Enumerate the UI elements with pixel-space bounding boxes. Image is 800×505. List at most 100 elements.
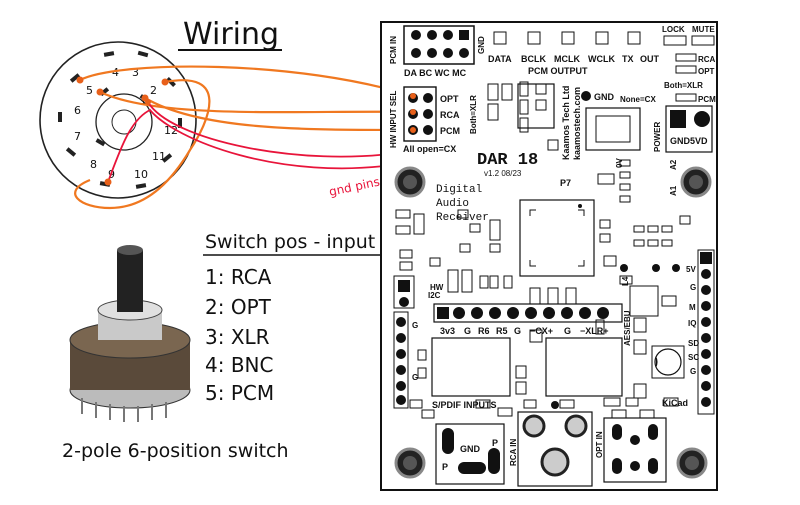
mute-label: MUTE: [692, 25, 715, 34]
bl-cx: −CX+: [530, 326, 553, 336]
switch-number-7: 7: [74, 130, 81, 143]
power-gnd-label: GND: [670, 136, 691, 146]
bottom-header-labels: 3v3 G R6 R5 G −CX+ G −XLR+: [440, 326, 609, 336]
sel-pcm-label: PCM: [440, 126, 460, 136]
rotary-switch-diagram: 4 3 5 2 6 12 7 8 9 10 11 1: [39, 41, 413, 210]
chip-transformer-inner: [595, 115, 631, 143]
jumper-rca-label: RCA: [698, 55, 716, 64]
hw-i2c-pins: [398, 280, 410, 307]
rl-sc: SC: [688, 353, 699, 362]
hw-input-sel-label: HW INPUT SEL: [389, 91, 398, 148]
switch-pos-list: 1: RCA 2: OPT 3: XLR 4: BNC 5: PCM: [205, 265, 274, 405]
right-header-pins: [700, 252, 712, 407]
input-sel-header: [403, 86, 437, 142]
switch-number-11: 11: [152, 150, 166, 163]
left-g-label-2: G: [412, 373, 418, 382]
capacitor-stripe: [656, 356, 658, 368]
pad-label-out: OUT: [640, 54, 660, 64]
p7-label: P7: [560, 178, 571, 188]
main-chip-marks: [529, 209, 585, 267]
red-wires: [107, 101, 411, 183]
rca-pads: [522, 401, 588, 477]
rl-iq: IQ: [688, 319, 696, 328]
left-g-label: G: [412, 321, 418, 330]
gnd-bottom-label: GND: [460, 444, 481, 454]
rotary-switch-illustration: [69, 245, 191, 422]
website-label: kaamostech.com: [572, 87, 582, 160]
switch-pos-item-4: 4: BNC: [205, 353, 273, 377]
pcm-in-pins: [411, 30, 469, 58]
pad-label-wclk: WCLK: [588, 54, 615, 64]
5v-dot: [672, 264, 680, 272]
input-sel-solder: [410, 93, 416, 133]
bottom-header: [433, 303, 623, 323]
transformer-right: [545, 337, 623, 397]
gnd-conn-pad-2: [488, 448, 500, 474]
bl-xlr: −XLR+: [580, 326, 609, 336]
jumper-pcm-label: PCM: [698, 95, 716, 104]
right-header: [697, 249, 715, 415]
spdif-gnd-connector: [435, 423, 505, 485]
optical-connector: [603, 417, 667, 483]
ov-label: 0V: [615, 158, 624, 168]
switch-pos-item-5: 5: PCM: [205, 381, 274, 405]
five-v-label: 5V: [686, 265, 696, 274]
pcm-in-header: [403, 25, 475, 65]
switch-number-5: 5: [86, 84, 93, 97]
board-version: v1.2 08/23: [484, 169, 522, 178]
transformer-left-pin-2: [417, 367, 427, 379]
i2c-label: I2C: [428, 291, 441, 300]
switch-inner-ring: [95, 93, 153, 151]
rca-connector: [517, 411, 593, 487]
switch-number-8: 8: [90, 158, 97, 171]
aes-ebu-label: AES/EBU: [623, 310, 632, 346]
jumper-both-xlr-label: Both=XLR: [664, 81, 703, 90]
top-pad-labels: DATA BCLK MCLK WCLK TX OUT: [488, 54, 660, 64]
main-chip-dot: [578, 204, 582, 208]
switch-number-6: 6: [74, 104, 81, 117]
gnd-conn-pad-3: [458, 462, 486, 474]
header-pin-labels: DA BC WC MC: [404, 68, 467, 78]
rca-in-label: RCA IN: [509, 439, 518, 466]
desc-line-1: Digital: [436, 184, 482, 196]
wire-gnd-1: [107, 108, 411, 183]
pad-label-data: DATA: [488, 54, 512, 64]
electrolytic-capacitor: [654, 348, 682, 376]
power-pin-5v: [694, 111, 710, 127]
mounting-holes: [394, 166, 712, 479]
both-xlr-vertical: Both=XLR: [469, 95, 478, 134]
bl-r6: R6: [478, 326, 490, 336]
power-connector: [665, 105, 713, 153]
power-pin-gnd: [670, 110, 686, 128]
jumper-opt-label: OPT: [698, 67, 715, 76]
gnd-label-top: GND: [477, 36, 486, 54]
hw-i2c-header: [393, 275, 415, 309]
switch-caption: 2-pole 6-position switch: [62, 440, 289, 462]
gnd-center-label: GND: [594, 92, 615, 102]
a1-label: A1: [669, 185, 678, 196]
l4-dot-2: [652, 264, 660, 272]
right-header-labels: G M IQ SD SC G: [688, 283, 699, 376]
left-header: [393, 311, 409, 409]
pad-label-mclk: MCLK: [554, 54, 580, 64]
switch-outer-ring: [39, 41, 197, 199]
rl-g: G: [690, 283, 696, 292]
power-label: POWER: [653, 122, 662, 152]
wire-rca: [99, 91, 413, 114]
bl-g3: G: [564, 326, 571, 336]
switch-pos-title: Switch pos - input: [205, 231, 375, 253]
desc-line-2: Audio: [436, 198, 469, 210]
board-name: DAR 18: [477, 151, 538, 170]
switch-pos-item-1: 1: RCA: [205, 265, 272, 289]
chip-transformer: [585, 107, 641, 151]
bl-g2: G: [514, 326, 521, 336]
hw-label: HW: [430, 283, 444, 292]
bottom-header-pins: [437, 307, 609, 319]
none-cx-label: None=CX: [620, 95, 656, 104]
gnd-pins-label: gnd pins: [328, 175, 381, 199]
switch-number-3: 3: [132, 66, 139, 79]
solder-points: [76, 76, 169, 186]
wire-pcm: [144, 97, 413, 132]
pcm-output-label: PCM OUTPUT: [528, 66, 588, 76]
rl-sd: SD: [688, 339, 699, 348]
